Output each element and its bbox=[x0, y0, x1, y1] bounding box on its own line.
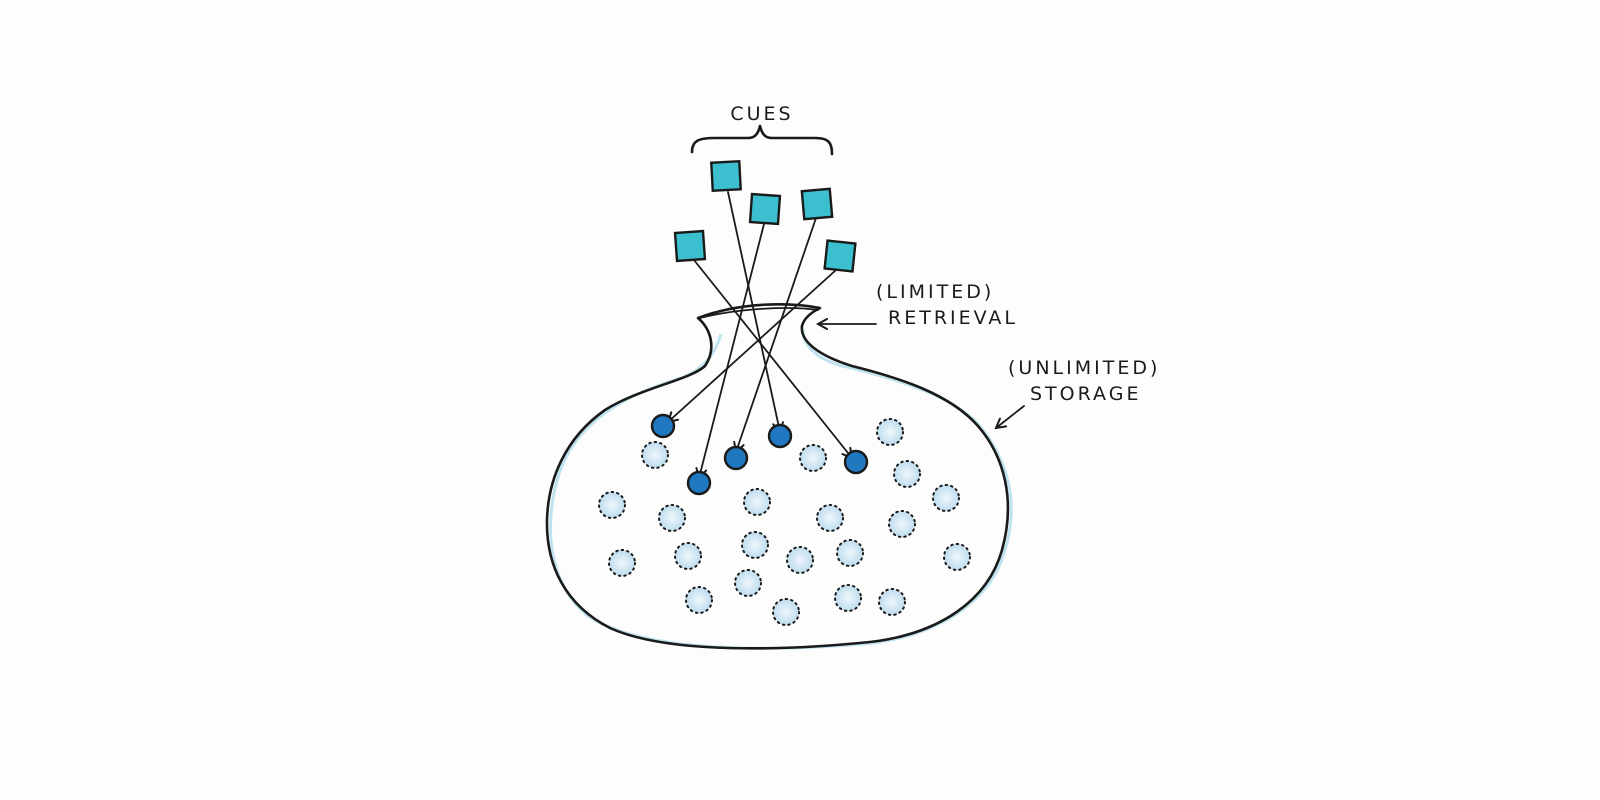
storage-jar bbox=[545, 303, 1013, 650]
stored-memory bbox=[608, 549, 636, 577]
cue-square bbox=[748, 192, 782, 226]
stored-memory bbox=[888, 510, 916, 538]
retrieval-arrow bbox=[699, 223, 765, 478]
jar-outline bbox=[545, 303, 1010, 650]
stored-memory bbox=[772, 598, 800, 626]
retrieved-memory bbox=[686, 470, 712, 496]
cue-square bbox=[673, 229, 707, 263]
cues-label: CUES bbox=[730, 103, 793, 125]
cue-square bbox=[800, 187, 834, 221]
stored-memory bbox=[598, 491, 626, 519]
stored-memory bbox=[741, 531, 769, 559]
retrieval-label: RETRIEVAL bbox=[888, 307, 1018, 329]
stored-memory bbox=[834, 584, 862, 612]
stored-memory bbox=[816, 504, 844, 532]
stored-memory bbox=[734, 569, 762, 597]
stored-memory bbox=[893, 460, 921, 488]
retrieval-arrows bbox=[668, 191, 852, 478]
stored-memory bbox=[743, 488, 771, 516]
retrieved-memory bbox=[843, 449, 869, 475]
cues-brace bbox=[690, 124, 834, 156]
stored-memory bbox=[876, 418, 904, 446]
storage-pointer-arrow bbox=[996, 405, 1025, 428]
jar-lip bbox=[699, 307, 819, 319]
stored-memory bbox=[799, 444, 827, 472]
stored-memory bbox=[836, 539, 864, 567]
retrieval-arrow bbox=[693, 259, 852, 458]
stored-memory bbox=[641, 441, 669, 469]
limited-label: (LIMITED) bbox=[876, 281, 994, 303]
stored-memory bbox=[685, 586, 713, 614]
unlimited-label: (UNLIMITED) bbox=[1008, 357, 1160, 379]
retrieved-memories bbox=[650, 413, 869, 496]
cue-square bbox=[823, 239, 857, 273]
retrieval-arrow bbox=[736, 217, 817, 452]
stored-memory bbox=[786, 546, 814, 574]
stored-memory bbox=[674, 542, 702, 570]
retrieved-memory bbox=[767, 423, 793, 449]
retrieval-arrow bbox=[727, 191, 780, 432]
cue-square bbox=[710, 160, 742, 192]
stored-memories bbox=[598, 418, 971, 626]
retrieved-memory bbox=[650, 413, 676, 439]
retrieved-memory bbox=[723, 445, 749, 471]
stored-memory bbox=[943, 543, 971, 571]
storage-label: STORAGE bbox=[1030, 383, 1141, 405]
stored-memory bbox=[658, 504, 686, 532]
stored-memory bbox=[932, 484, 960, 512]
stored-memory bbox=[878, 588, 906, 616]
retrieval-arrow bbox=[668, 269, 837, 422]
cue-squares bbox=[673, 160, 857, 273]
